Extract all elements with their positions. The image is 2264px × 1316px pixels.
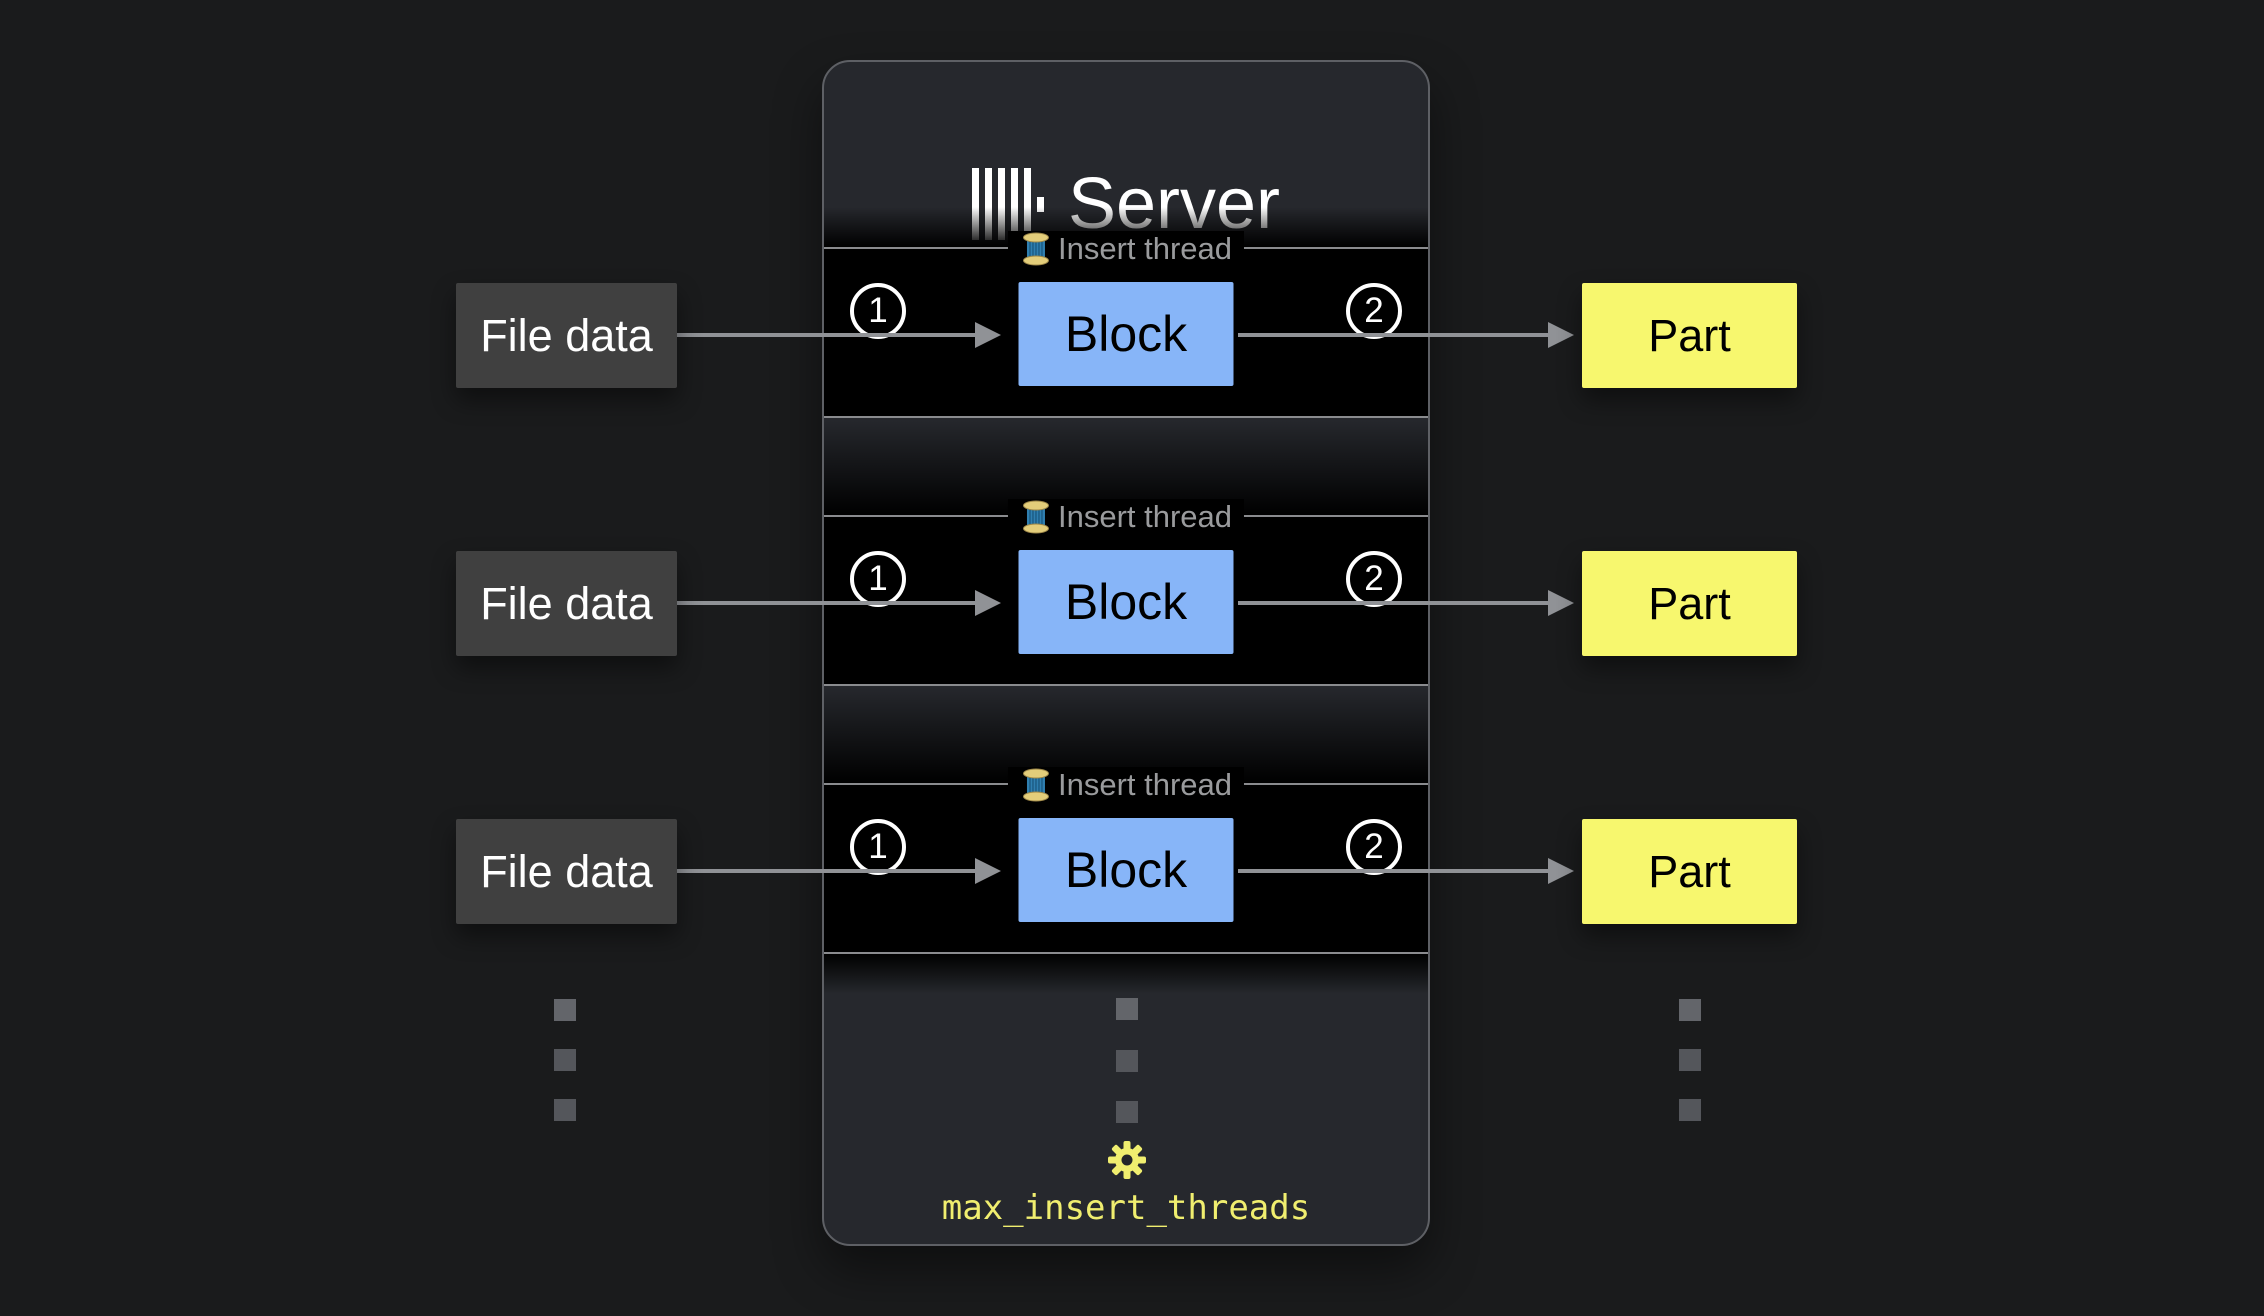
step-badge-1: 1 [850, 283, 906, 339]
clickhouse-logo-icon [971, 168, 1044, 240]
file-data-box-2: File data [456, 551, 677, 656]
arrow-file-to-block-2 [677, 590, 1001, 616]
thread-spool-icon [1022, 768, 1049, 802]
arrow-file-to-block-1 [677, 322, 1001, 348]
file-data-box-1: File data [456, 283, 677, 388]
step-badge-2: 2 [1346, 551, 1402, 607]
block-box: Block [1018, 282, 1234, 386]
thread-spool-icon [1022, 500, 1049, 534]
ellipsis-dot [1116, 1050, 1138, 1072]
step-badge-2: 2 [1346, 283, 1402, 339]
insert-thread-label-3: Insert thread [1007, 767, 1245, 803]
thread-spool-icon [1022, 232, 1049, 266]
block-box: Block [1018, 818, 1234, 922]
fade-between-row-2-3 [824, 686, 1428, 783]
fade-between-row-1-2 [824, 418, 1428, 515]
server-panel: Server Insert thread 1 Block 2 [822, 60, 1430, 1246]
insert-thread-text: Insert thread [1057, 499, 1233, 534]
block-box: Block [1018, 550, 1234, 654]
ellipsis-dot [1116, 1101, 1138, 1123]
ellipsis-dot [554, 1099, 576, 1121]
ellipsis-dot [554, 1049, 576, 1071]
ellipsis-dot [1679, 1049, 1701, 1071]
insert-thread-label-2: Insert thread [1007, 499, 1245, 535]
insert-thread-section-1: Insert thread 1 Block 2 [824, 231, 1428, 418]
arrow-file-to-block-3 [677, 858, 1001, 884]
insert-thread-text: Insert thread [1057, 231, 1233, 266]
step-badge-1: 1 [850, 819, 906, 875]
arrow-block-to-part-3 [1238, 858, 1574, 884]
fade-below-row-3 [824, 954, 1428, 994]
part-box-3: Part [1582, 819, 1797, 924]
ellipsis-dot [1116, 998, 1138, 1020]
part-box-1: Part [1582, 283, 1797, 388]
step-badge-1: 1 [850, 551, 906, 607]
part-box-2: Part [1582, 551, 1797, 656]
setting-name: max_insert_threads [941, 1188, 1311, 1228]
file-data-box-3: File data [456, 819, 677, 924]
insert-thread-text: Insert thread [1057, 767, 1233, 802]
step-badge-2: 2 [1346, 819, 1402, 875]
arrow-block-to-part-2 [1238, 590, 1574, 616]
gear-icon [1107, 1140, 1147, 1180]
ellipsis-dot [1679, 1099, 1701, 1121]
insert-thread-label-1: Insert thread [1007, 231, 1245, 267]
arrow-block-to-part-1 [1238, 322, 1574, 348]
insert-thread-section-3: Insert thread 1 Block 2 [824, 767, 1428, 954]
insert-thread-section-2: Insert thread 1 Block 2 [824, 499, 1428, 686]
ellipsis-dot [1679, 999, 1701, 1021]
ellipsis-dot [554, 999, 576, 1021]
